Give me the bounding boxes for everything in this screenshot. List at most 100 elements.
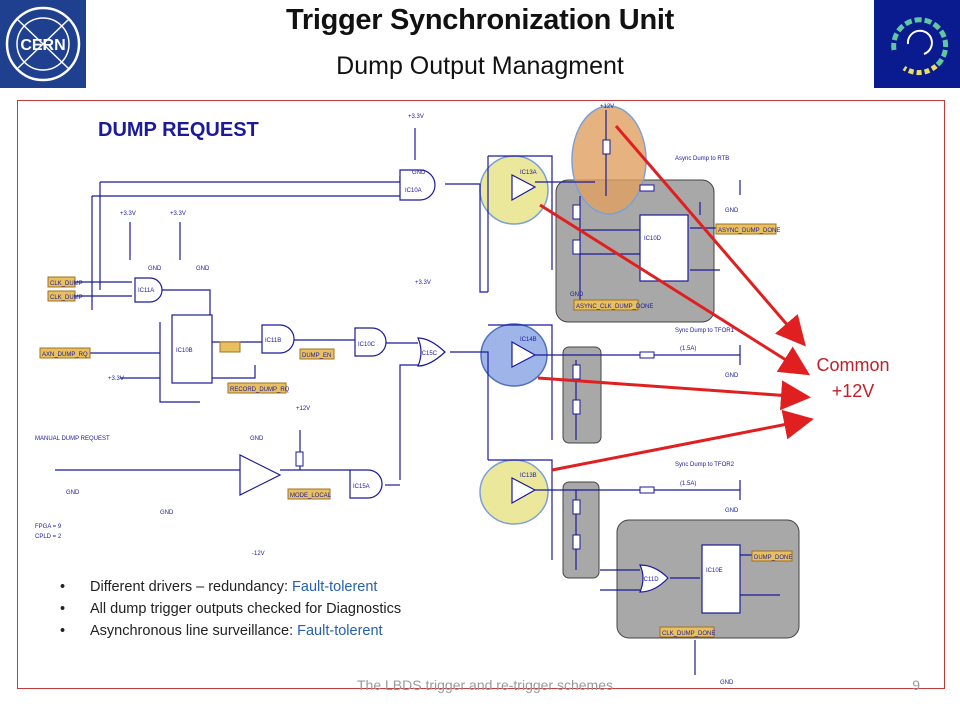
schematic-frame (17, 100, 945, 689)
net-label-tags (39, 223, 793, 638)
driver-ic13b (511, 477, 537, 505)
net-label-async-dump-done: ASYNC_DUMP_DONE (718, 228, 780, 234)
lhc-ring-logo (874, 0, 960, 88)
page-subtitle: Dump Output Managment (336, 52, 624, 80)
common-12v-arrows (537, 125, 814, 472)
power-label-4: +3.3V (415, 280, 431, 286)
driver-ic14b (511, 340, 537, 368)
or-gate-ic11d (639, 564, 669, 593)
driver-ic13a (511, 174, 537, 202)
page-number: 9 (912, 677, 920, 693)
gnd-label-7: GND (570, 292, 584, 298)
schematic-heading: DUMP REQUEST (98, 119, 259, 141)
arrow-from-driver-2 (537, 376, 811, 411)
gnd-label-10: GND (725, 508, 739, 514)
cern-logo-graphic: CERN (5, 6, 81, 82)
power-label-5: +3.3V (108, 376, 124, 382)
fpga-note: FPGA = 9 (35, 524, 62, 530)
gnd-label-6: GND (250, 436, 264, 442)
ic-label-ic13b: IC13B (520, 473, 537, 479)
arrow-from-driver-3 (551, 409, 814, 472)
bullet-highlight: Fault-tolerent (292, 579, 378, 595)
net-label-dump-en: DUMP_EN (302, 353, 331, 359)
callout-line-2: +12V (831, 381, 875, 401)
ic-label-ic14b: IC14B (520, 337, 537, 343)
lhc-ring-graphic (891, 17, 949, 76)
schematic-text: CLK_DUMP CLK_DUMP AXN_DUMP_RQ RECORD_DUM… (35, 104, 792, 686)
bullet-highlight: Fault-tolerent (297, 623, 383, 639)
net-label-clk-dump-2: CLK_DUMP (50, 295, 83, 301)
orange-highlight-12v (571, 105, 647, 215)
net-label-mode-local: MODE_LOCAL (290, 493, 332, 499)
ic-label-ic11b: IC11B (265, 338, 281, 344)
power-label-2: +3.3V (120, 211, 136, 217)
current-label-2: (1.5A) (680, 481, 696, 487)
and-gate-ic15d (349, 469, 383, 499)
gnd-label-1: GND (148, 266, 162, 272)
gnd-label-9: GND (725, 373, 739, 379)
net-label-record-dump-rq: RECORD_DUMP_RQ (230, 387, 290, 393)
page-title: Trigger Synchronization Unit (286, 4, 674, 36)
gnd-label-11: GND (720, 680, 734, 686)
net-label-clk-dump-done: CLK_DUMP_DONE (662, 631, 715, 637)
gnd-label-2: GND (196, 266, 210, 272)
common-12v-callout: Common +12V (800, 352, 906, 404)
bullet-item: All dump trigger outputs checked for Dia… (60, 598, 480, 620)
gnd-label-8: GND (725, 208, 739, 214)
bullet-item: Different drivers – redundancy: Fault-to… (60, 576, 480, 598)
current-label-1: (1.5A) (680, 346, 696, 352)
resistor-group-2 (562, 481, 600, 579)
resistors (295, 139, 655, 550)
bullet-text: Asynchronous line surveillance: (90, 623, 298, 639)
ic-label-ic15a: IC15A (353, 484, 370, 490)
flipflop-ic02a-sync (701, 544, 741, 614)
ic-label-ic11a: IC11A (138, 288, 154, 294)
power-label-3: +3.3V (170, 211, 186, 217)
ic-label-ic10d: IC10D (644, 236, 662, 242)
comparator-ic5a (239, 454, 282, 496)
ic-label-ic10e: IC10E (706, 568, 723, 574)
callout-line-1: Common (816, 355, 890, 375)
output-label-async-rtb: Async Dump to RTB (675, 156, 729, 162)
ic-label-ic15c: IC15C (420, 351, 438, 357)
bullet-text: All dump trigger outputs checked for Dia… (90, 601, 402, 617)
arrow-from-driver-1 (539, 203, 811, 376)
ic-label-ic10a: IC10A (405, 188, 422, 194)
net-label-dump-done: DUMP_DONE (754, 555, 792, 561)
ic-label-ic11d: IC11D (642, 577, 659, 583)
arrow-from-orange (614, 125, 806, 347)
jk-flipflop-ic10b (171, 314, 213, 384)
power-label-minus12v: -12V (252, 551, 265, 557)
bullet-text: Different drivers – redundancy: (90, 579, 293, 595)
feature-bullet-list: Different drivers – redundancy: Fault-to… (60, 576, 480, 642)
cern-logo: CERN (0, 0, 86, 88)
power-label-12v-1: +12V (600, 104, 614, 110)
and-gate-ic10c (354, 327, 387, 357)
gnd-label-3: GND (412, 170, 426, 176)
gnd-label-5: GND (160, 510, 174, 516)
ic-label-ic10b: IC10B (176, 348, 193, 354)
logic-gates (134, 169, 669, 593)
ic-label-ic13a: IC13A (520, 170, 537, 176)
cern-logo-text: CERN (20, 37, 65, 54)
flipflop-ic10b-async (639, 214, 689, 282)
bullet-item: Asynchronous line surveillance: Fault-to… (60, 620, 480, 642)
or-gate-ic11c (417, 337, 446, 367)
net-label-axn-dump-rq: AXN_DUMP_RQ (42, 352, 88, 358)
nand-gate-top (399, 169, 436, 201)
net-label-clk-dump-1: CLK_DUMP (50, 281, 83, 287)
resistor-group-1 (562, 346, 602, 444)
output-label-sync-tfor2: Sync Dump to TFOR2 (675, 462, 735, 468)
output-label-sync-tfor1: Sync Dump to TFOR1 (675, 328, 735, 334)
and-gate-ic15a (134, 277, 163, 303)
power-label-1: +3.3V (408, 114, 424, 120)
gnd-label-4: GND (66, 490, 80, 496)
power-label-12v-2: +12V (296, 406, 310, 412)
footer-text: The LBDS trigger and re-trigger schemes (357, 677, 613, 693)
cpld-note: CPLD = 2 (35, 534, 62, 540)
manual-dump-label: MANUAL DUMP REQUEST (35, 436, 110, 442)
ic-label-ic10c: IC10C (358, 342, 376, 348)
and-gate-ic13b (261, 324, 295, 354)
net-label-async-clk-dump-done: ASYNC_CLK_DUMP_DONE (576, 304, 653, 310)
